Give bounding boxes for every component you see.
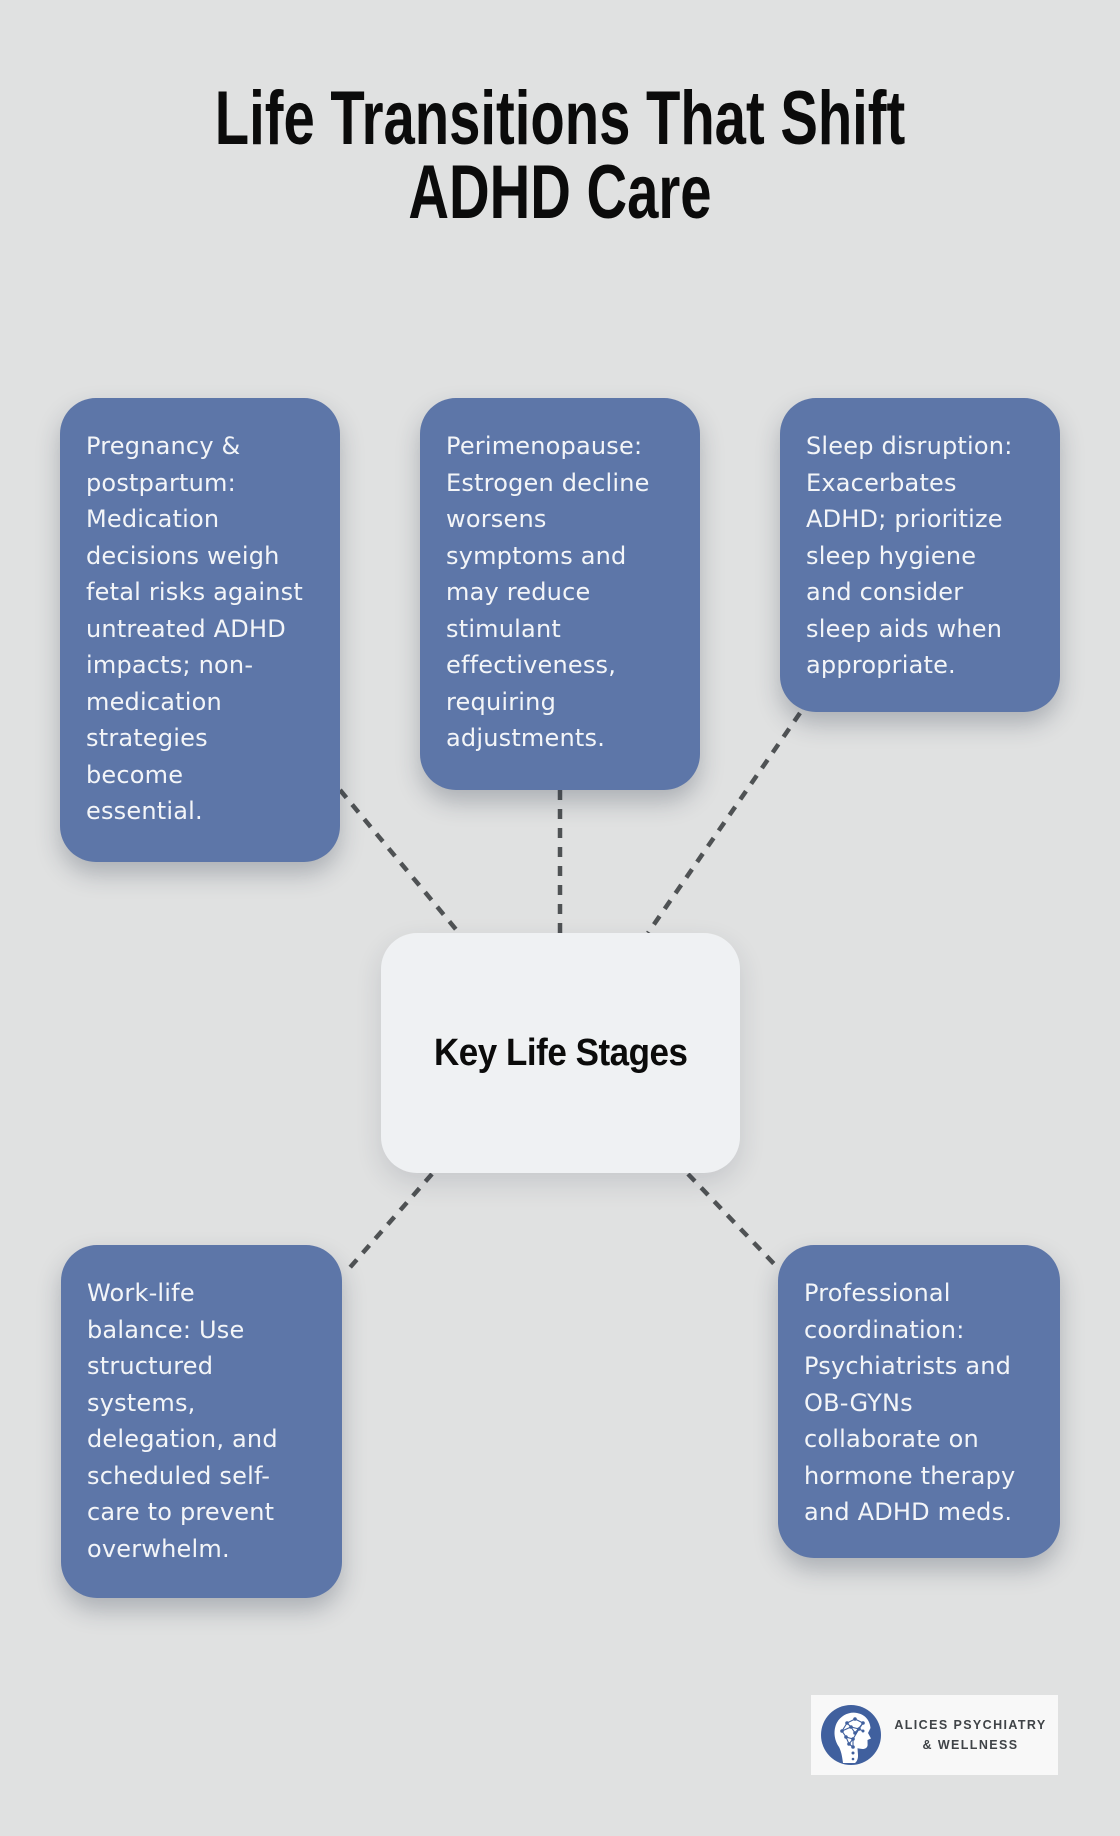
node-pregnancy-postpartum: Pregnancy & postpartum: Medication decis… (60, 398, 340, 862)
node-perimenopause: Perimenopause: Estrogen decline worsens … (420, 398, 700, 790)
node-professional-text: Professional coordination: Psychiatrists… (804, 1279, 1016, 1526)
center-node-key-life-stages: Key Life Stages (381, 933, 740, 1173)
page-title-line1: Life Transitions That Shift (214, 76, 906, 161)
connector-worklife (344, 1172, 434, 1274)
head-brain-network-icon (821, 1705, 881, 1765)
node-pregnancy-text: Pregnancy & postpartum: Medication decis… (86, 432, 303, 825)
node-sleep-disruption: Sleep disruption: Exacerbates ADHD; prio… (780, 398, 1060, 712)
connector-pregnancy (338, 788, 461, 935)
brand-logo: ALICES PSYCHIATRY & WELLNESS (811, 1695, 1058, 1775)
connector-professional (686, 1172, 780, 1270)
center-node-label: Key Life Stages (433, 1031, 688, 1074)
node-professional-coordination: Professional coordination: Psychiatrists… (778, 1245, 1060, 1558)
node-sleep-text: Sleep disruption: Exacerbates ADHD; prio… (806, 432, 1013, 679)
brand-logo-text: ALICES PSYCHIATRY & WELLNESS (894, 1718, 1047, 1752)
node-worklife-text: Work-life balance: Use structured system… (87, 1279, 278, 1563)
node-work-life-balance: Work-life balance: Use structured system… (61, 1245, 342, 1598)
page-title-line2: ADHD Care (408, 150, 712, 235)
node-perimenopause-text: Perimenopause: Estrogen decline worsens … (446, 432, 650, 752)
connector-sleep (646, 711, 802, 935)
